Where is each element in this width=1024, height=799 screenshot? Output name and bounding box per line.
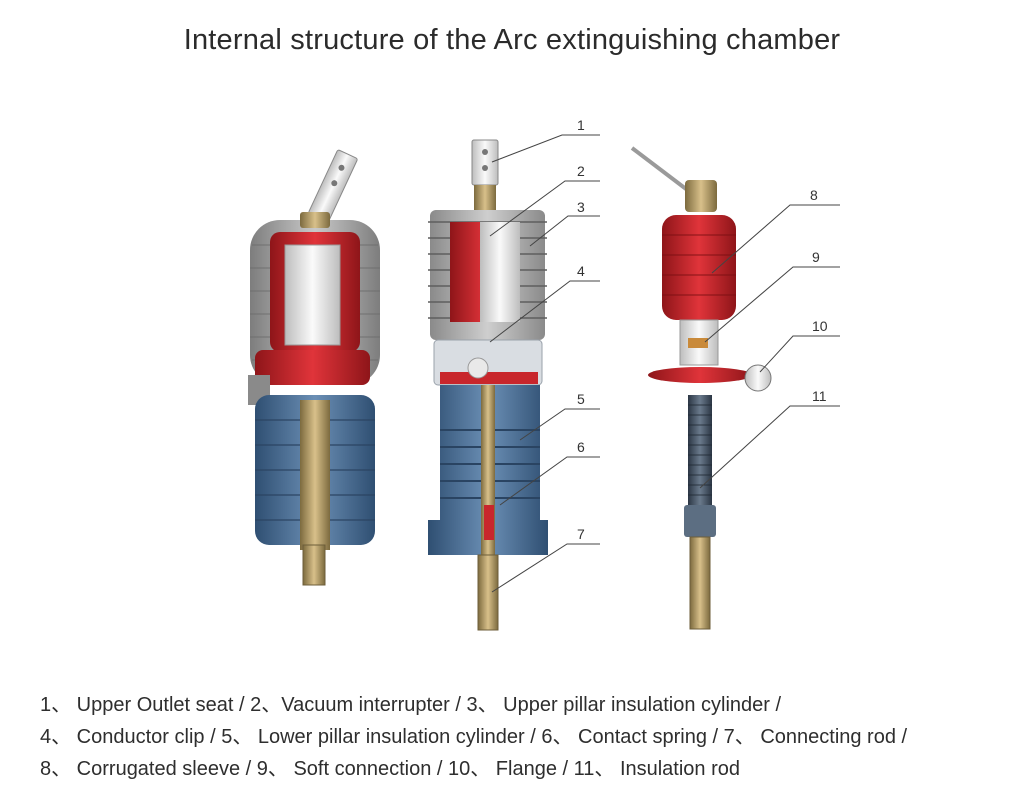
flange-red-mid — [440, 372, 538, 384]
flange — [648, 367, 752, 383]
callout-7: 7 — [577, 526, 585, 542]
terminal-plate — [308, 149, 358, 223]
callout-11: 11 — [812, 388, 827, 404]
corrugated-sleeve — [662, 215, 736, 320]
upper-nut-right — [685, 180, 717, 212]
right-assembly — [630, 146, 772, 630]
legend-line-1: 1、 Upper Outlet seat / 2、Vacuum interrup… — [40, 694, 782, 716]
legend-line-2: 4、 Conductor clip / 5、 Lower pillar insu… — [40, 726, 908, 748]
rod-coupling — [684, 505, 716, 537]
callout-6: 6 — [577, 439, 585, 455]
upper-nut-mid — [474, 185, 496, 210]
callout-10: 10 — [812, 318, 828, 334]
vacuum-interrupter — [480, 222, 520, 322]
connecting-rod-left — [302, 544, 326, 586]
flange-knob — [744, 364, 772, 392]
middle-ring — [255, 350, 370, 385]
insulation-rod — [688, 395, 712, 505]
soft-connection — [688, 338, 708, 348]
conductor-clip — [467, 357, 489, 379]
lower-rod-right — [689, 536, 711, 630]
callout-1: 1 — [577, 117, 585, 133]
callout-9: 9 — [812, 249, 820, 265]
inner-rod-left — [300, 400, 330, 550]
connecting-rod — [477, 554, 499, 631]
vacuum-interrupter-left — [284, 244, 341, 346]
callout-3: 3 — [577, 199, 585, 215]
callout-5: 5 — [577, 391, 585, 407]
right-terminal — [630, 146, 692, 194]
upper-nut — [300, 212, 330, 228]
left-assembly — [248, 149, 380, 586]
middle-assembly — [428, 139, 548, 631]
callout-2: 2 — [577, 163, 585, 179]
arc-chamber-diagram: 1 2 3 4 5 6 7 8 9 10 11 — [248, 117, 840, 631]
callout-4: 4 — [577, 263, 585, 279]
diagram-title: Internal structure of the Arc extinguish… — [183, 24, 841, 56]
upper-outlet-seat — [471, 139, 499, 186]
leader-lines — [489, 134, 840, 593]
contact-spring — [484, 505, 494, 540]
callout-8: 8 — [810, 187, 818, 203]
legend-line-3: 8、 Corrugated sleeve / 9、 Soft connectio… — [40, 758, 741, 780]
soft-connection-housing — [679, 319, 719, 366]
